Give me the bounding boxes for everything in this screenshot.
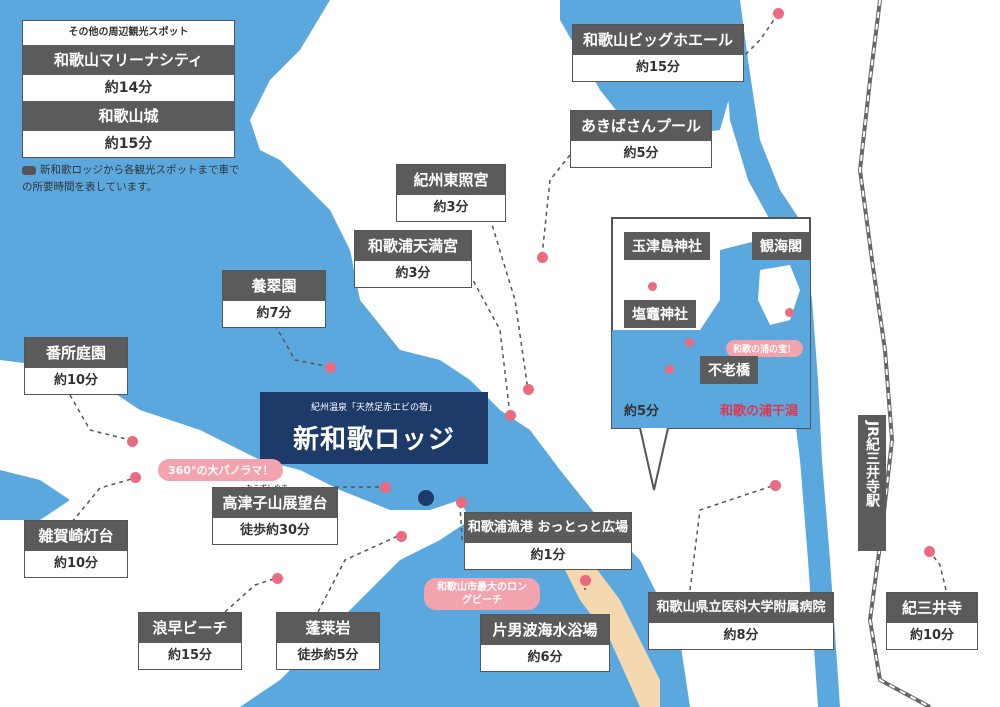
spot-label-tenmangu: 和歌浦天満宮 約3分: [354, 230, 472, 288]
spot-name: 紀州東照宮: [397, 165, 505, 195]
spot-label-hospital: 和歌山県立医科大学附属病院 約8分: [648, 592, 834, 650]
spot-label-kimiidera: 紀三井寺 約10分: [886, 592, 978, 650]
spot-name: 和歌浦漁港 おっとっと広場: [465, 513, 631, 543]
spot-name: 片男波海水浴場: [481, 615, 609, 645]
spot-time: 約10分: [909, 628, 955, 643]
spot-marker: [505, 410, 516, 421]
inset-label-furo: 不老橋: [700, 356, 758, 384]
spot-label-katao: 片男波海水浴場 約6分: [480, 614, 610, 672]
spot-marker: [396, 531, 407, 542]
treasure-badge: 和歌の浦の宝！: [726, 340, 804, 357]
legend-item-time: 約14分: [104, 80, 153, 96]
inset-marker: [785, 308, 794, 317]
lodge-logo: 紀州温泉「天然足赤エビの宿」 新和歌ロッジ: [260, 392, 488, 464]
spot-time: 約8分: [723, 628, 759, 643]
spot-marker: [770, 480, 781, 491]
longbeach-badge: 和歌山市最大のロングビーチ: [424, 578, 540, 610]
spot-marker: [537, 252, 548, 263]
spot-name: 和歌浦天満宮: [355, 231, 471, 261]
legend: その他の周辺観光スポット 和歌山マリーナシティ 約14分 和歌山城 約15分: [22, 20, 235, 158]
car-icon: [22, 165, 36, 175]
spot-time: 徒歩約30分: [239, 523, 311, 538]
legend-header: その他の周辺観光スポット: [68, 27, 189, 38]
spot-time: 約10分: [53, 556, 99, 571]
inset-marker: [685, 338, 694, 347]
lodge-marker: [418, 490, 434, 506]
legend-item-name: 和歌山マリーナシティ: [23, 45, 234, 75]
inset-label-kankaikaku: 観海閣: [752, 232, 810, 260]
spot-name: 和歌山県立医科大学附属病院: [649, 593, 833, 623]
spot-time: 約3分: [433, 200, 469, 215]
inset-time: 約5分: [624, 404, 660, 419]
river: [720, 0, 840, 707]
spot-name: 紀三井寺: [887, 593, 977, 623]
spot-time: 約10分: [53, 373, 99, 388]
leader-lines: [69, 13, 947, 613]
spot-label-bansho: 番所庭園 約10分: [24, 337, 128, 395]
railway-dash: [858, 0, 931, 707]
spot-marker: [523, 384, 534, 395]
spot-marker: [773, 8, 784, 19]
spot-name: あきばさんプール: [571, 111, 711, 141]
spot-marker: [325, 362, 336, 373]
inset-pointer: [639, 427, 669, 491]
spot-label-gyoko: 和歌浦漁港 おっとっと広場 約1分: [464, 512, 632, 570]
spot-marker: [130, 472, 141, 483]
spot-time: 約1分: [530, 548, 566, 563]
coast-lower: [0, 470, 70, 520]
logo-subtitle: 紀州温泉「天然足赤エビの宿」: [310, 403, 437, 413]
spot-label-toshogu: 紀州東照宮 約3分: [396, 164, 506, 222]
inset-marker: [648, 282, 657, 291]
inset-marker: [665, 365, 674, 374]
spot-name: 雑賀崎灯台: [25, 521, 127, 551]
spot-name: 番所庭園: [25, 338, 127, 368]
spot-time: 約15分: [635, 60, 681, 75]
spot-label-big-whale: 和歌山ビッグホエール 約15分: [572, 24, 744, 82]
spot-time: 約5分: [623, 146, 659, 161]
spot-label-takatsushi: 高津子山展望台 徒歩約30分: [212, 487, 338, 545]
inset-label-tamatsushima: 玉津島神社: [624, 232, 710, 260]
spot-marker: [456, 497, 467, 508]
spot-label-horai: 蓬莱岩 徒歩約5分: [276, 612, 380, 670]
spot-time: 徒歩約5分: [297, 648, 359, 663]
logo-title: 新和歌ロッジ: [292, 425, 455, 455]
spot-marker: [272, 573, 283, 584]
spot-time: 約3分: [395, 266, 431, 281]
spot-name: 蓬莱岩: [277, 613, 379, 643]
spot-time: 約6分: [527, 650, 563, 665]
spot-label-yosuien: 養翠園 約7分: [222, 270, 326, 328]
inset-label-shiogama: 塩竈神社: [624, 300, 696, 328]
spot-name: 高津子山展望台: [213, 488, 337, 518]
legend-item-time: 約15分: [104, 136, 153, 152]
spot-time: 約15分: [167, 648, 213, 663]
spot-marker: [380, 482, 391, 493]
rail-station-text: JR紀三井寺駅: [864, 421, 880, 507]
spot-time: 約7分: [256, 306, 292, 321]
panorama-badge: 360°の大パノラマ！: [158, 459, 284, 481]
spot-marker: [580, 575, 591, 586]
spot-name: 浪早ビーチ: [139, 613, 241, 643]
beach: [560, 560, 660, 707]
spot-label-saikazaki: 雑賀崎灯台 約10分: [24, 520, 128, 578]
spot-label-naniwa: 浪早ビーチ 約15分: [138, 612, 242, 670]
spot-name: 和歌山ビッグホエール: [573, 25, 743, 55]
spot-marker: [127, 436, 138, 447]
spot-label-akiba-pool: あきばさんプール 約5分: [570, 110, 712, 168]
inset-title: 和歌の浦干潟: [720, 404, 799, 419]
rail-station-label: JR紀三井寺駅: [858, 415, 886, 551]
note-text: 新和歌ロッジから各観光スポットまで車での所要時間を表しています。: [22, 164, 240, 193]
spot-marker: [924, 546, 935, 557]
legend-item-name: 和歌山城: [23, 101, 234, 131]
spot-name: 養翠園: [223, 271, 325, 301]
legend-note: 新和歌ロッジから各観光スポットまで車での所要時間を表しています。: [22, 162, 247, 196]
